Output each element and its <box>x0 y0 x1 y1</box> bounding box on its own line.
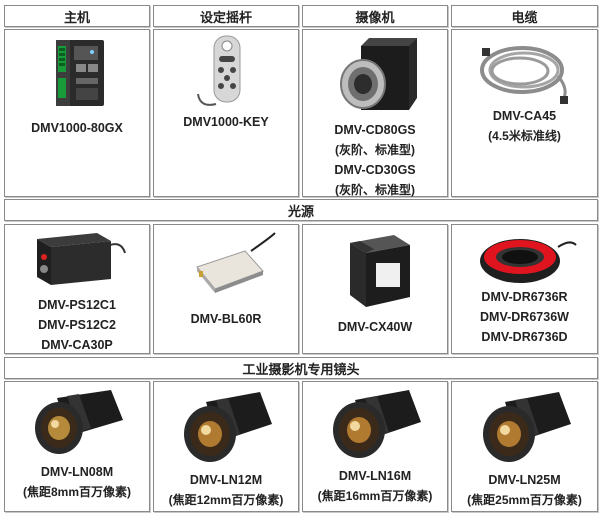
camera-image <box>303 36 447 116</box>
bar-light-caption: DMV-BL60R <box>154 309 298 329</box>
lens-3-caption: DMV-LN16M (焦距16mm百万像素) <box>303 466 447 506</box>
cell-ring-light: DMV-DR6736R DMV-DR6736W DMV-DR6736D <box>451 224 598 354</box>
ring-light-caption: DMV-DR6736R DMV-DR6736W DMV-DR6736D <box>452 287 597 347</box>
cable-model: DMV-CA45 <box>492 109 557 123</box>
lens-4-image <box>452 386 597 466</box>
cable-note: (4.5米标准线) <box>488 129 561 143</box>
cell-camera: DMV-CD80GS (灰阶、标准型) DMV-CD30GS (灰阶、标准型) <box>302 29 448 197</box>
camera-caption: DMV-CD80GS (灰阶、标准型) DMV-CD30GS (灰阶、标准型) <box>303 120 447 200</box>
cell-bar-light: DMV-BL60R <box>153 224 299 354</box>
lens-3-note: (焦距16mm百万像素) <box>317 489 433 503</box>
lens-1-model: DMV-LN08M <box>40 465 114 479</box>
lens-3-image <box>303 384 447 464</box>
cell-lens-4: DMV-LN25M (焦距25mm百万像素) <box>451 381 598 512</box>
lens-3-model: DMV-LN16M <box>338 469 412 483</box>
camera-note-2: (灰阶、标准型) <box>335 183 415 197</box>
camera-note-1: (灰阶、标准型) <box>335 143 415 157</box>
box-light-image <box>303 229 447 309</box>
lens-1-image <box>5 384 149 458</box>
lens-4-note: (焦距25mm百万像素) <box>467 493 582 507</box>
lens-2-image <box>154 386 298 466</box>
header-cable: 电缆 <box>451 5 598 27</box>
header-light: 光源 <box>4 199 598 221</box>
bar-light-model: DMV-BL60R <box>190 312 262 326</box>
cell-lens-2: DMV-LN12M (焦距12mm百万像素) <box>153 381 299 512</box>
lens-1-note: (焦距8mm百万像素) <box>22 485 131 499</box>
cell-keypad: DMV1000-KEY <box>153 29 299 197</box>
cell-power: DMV-PS12C1 DMV-PS12C2 DMV-CA30P <box>4 224 150 354</box>
box-light-model: DMV-CX40W <box>337 320 413 334</box>
lens-1-caption: DMV-LN08M (焦距8mm百万像素) <box>5 462 149 502</box>
header-keypad: 设定摇杆 <box>153 5 299 27</box>
bar-light-image <box>154 231 298 301</box>
lens-2-model: DMV-LN12M <box>189 473 263 487</box>
host-caption: DMV1000-80GX <box>5 118 149 138</box>
ring-light-model-3: DMV-DR6736D <box>481 330 568 344</box>
keypad-caption: DMV1000-KEY <box>154 112 298 132</box>
lens-2-caption: DMV-LN12M (焦距12mm百万像素) <box>154 470 298 510</box>
header-host: 主机 <box>4 5 150 27</box>
keypad-pendant-image <box>154 34 298 110</box>
lens-4-caption: DMV-LN25M (焦距25mm百万像素) <box>452 470 597 510</box>
power-supply-image <box>5 229 149 289</box>
cell-lens-3: DMV-LN16M (焦距16mm百万像素) <box>302 381 448 512</box>
keypad-model: DMV1000-KEY <box>183 115 269 129</box>
box-light-caption: DMV-CX40W <box>303 317 447 337</box>
power-model-3: DMV-CA30P <box>41 338 113 352</box>
lens-4-model: DMV-LN25M <box>488 473 561 487</box>
camera-model-1: DMV-CD80GS <box>334 123 416 137</box>
cell-host: DMV1000-80GX <box>4 29 150 197</box>
cell-cable: DMV-CA45 (4.5米标准线) <box>451 29 598 197</box>
header-camera: 摄像机 <box>302 5 448 27</box>
host-model: DMV1000-80GX <box>31 121 123 135</box>
cell-lens-1: DMV-LN08M (焦距8mm百万像素) <box>4 381 150 512</box>
camera-model-2: DMV-CD30GS <box>334 163 416 177</box>
host-controller-image <box>5 38 149 110</box>
cable-image <box>452 36 597 106</box>
power-model-2: DMV-PS12C2 <box>38 318 116 332</box>
cell-box-light: DMV-CX40W <box>302 224 448 354</box>
power-caption: DMV-PS12C1 DMV-PS12C2 DMV-CA30P <box>5 295 149 355</box>
ring-light-model-1: DMV-DR6736R <box>481 290 568 304</box>
lens-2-note: (焦距12mm百万像素) <box>168 493 284 507</box>
cable-caption: DMV-CA45 (4.5米标准线) <box>452 106 597 146</box>
ring-light-model-2: DMV-DR6736W <box>480 310 569 324</box>
ring-light-image <box>452 229 597 287</box>
power-model-1: DMV-PS12C1 <box>38 298 116 312</box>
header-lens: 工业摄影机专用镜头 <box>4 357 598 379</box>
